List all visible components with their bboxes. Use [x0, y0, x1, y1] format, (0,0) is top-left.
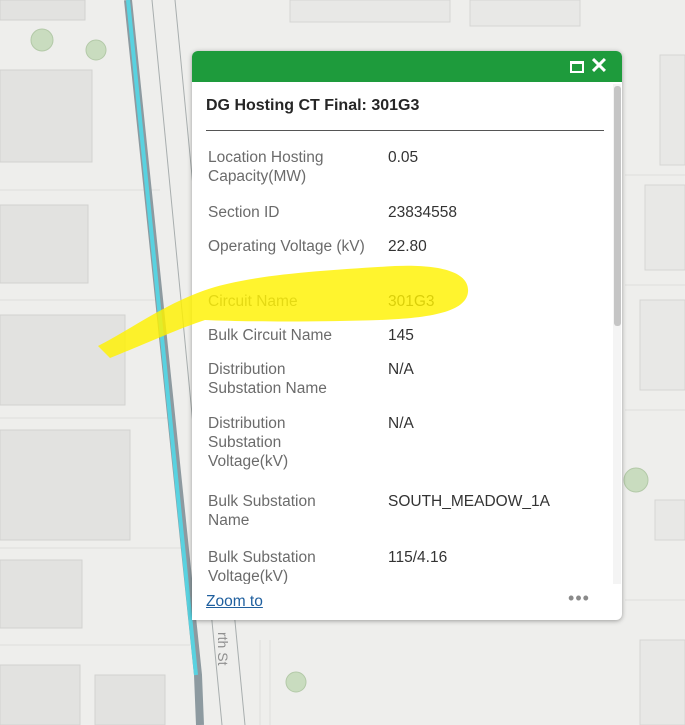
attribute-value: SOUTH_MEADOW_1A	[388, 493, 550, 510]
more-options-icon[interactable]: •••	[568, 588, 590, 608]
tree-icons	[30, 28, 649, 693]
attribute-value: 23834558	[388, 204, 457, 221]
attribute-value: 145	[388, 327, 414, 344]
building-footprints	[0, 0, 166, 725]
popup-scrollbar-thumb[interactable]	[614, 86, 621, 326]
popup-title: DG Hosting CT Final: 301G3	[206, 97, 420, 114]
attribute-value: N/A	[388, 415, 414, 432]
close-icon[interactable]: ✕	[589, 53, 609, 78]
zoom-to-link[interactable]: Zoom to	[206, 593, 263, 610]
popup-scrollbar-track[interactable]	[613, 84, 621, 584]
popup-footer	[192, 584, 612, 620]
attribute-label: Bulk Substation Name	[208, 493, 316, 529]
attribute-label: Section ID	[208, 204, 280, 221]
attribute-value: 0.05	[388, 149, 419, 166]
building-footprints-right	[289, 0, 685, 725]
title-divider	[206, 130, 604, 131]
attribute-value: N/A	[388, 361, 414, 378]
attribute-value: 115/4.16	[388, 549, 448, 566]
attribute-label: Bulk Substation Voltage(kV)	[208, 549, 316, 585]
attribute-value: 22.80	[388, 238, 427, 255]
street-label: rth St	[215, 632, 231, 666]
property-lines-right	[259, 174, 685, 725]
attribute-value: 301G3	[388, 293, 435, 310]
attribute-label: Distribution Substation Name	[208, 361, 327, 397]
attribute-label: Bulk Circuit Name	[208, 327, 333, 344]
popup-header	[192, 51, 622, 82]
attribute-label: Circuit Name	[208, 293, 298, 310]
attribute-label: Distribution Substation Voltage(kV)	[208, 415, 289, 470]
attribute-label: Operating Voltage (kV)	[208, 238, 365, 255]
attribute-label: Location Hosting Capacity(MW)	[208, 149, 324, 185]
info-popup: ✕ DG Hosting CT Final: 301G3 Location Ho…	[192, 51, 622, 620]
maximize-icon[interactable]	[570, 61, 584, 73]
